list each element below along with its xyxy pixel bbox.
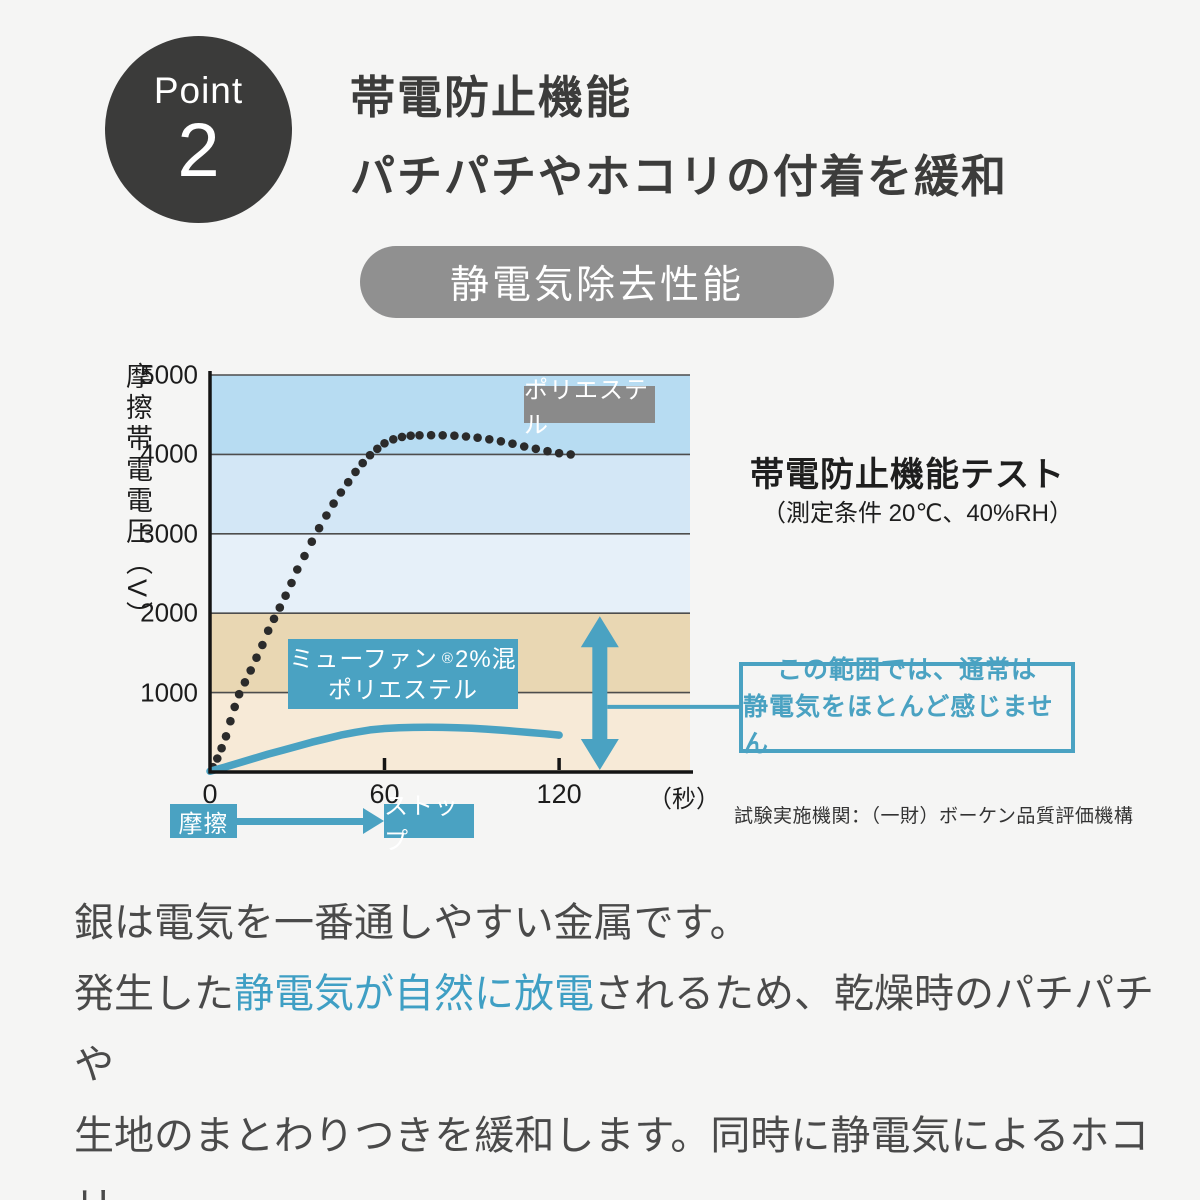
dotted-series-point (389, 435, 398, 444)
solid-series-line (206, 723, 563, 775)
body-line: 銀は電気を一番通しやすい金属です。 (74, 888, 1174, 959)
dotted-series-point (213, 754, 222, 763)
y-axis-label: 摩擦帯電電圧（V） (122, 362, 152, 633)
test-conditions: （測定条件 20℃、40%RH） (762, 500, 1074, 527)
dotted-series-point (221, 732, 231, 741)
title-line-2: パチパチやホコリの付着を緩和 (350, 151, 1009, 202)
dotted-series-point (322, 511, 331, 520)
dotted-series-point (314, 523, 324, 533)
callout-line-2: 静電気をほとんど感じません (743, 693, 1054, 758)
friction-label: 摩擦 (170, 804, 237, 838)
point-badge: Point 2 (105, 36, 292, 223)
title-line-1: 帯電防止機能 (350, 72, 633, 123)
dotted-series-point (226, 716, 235, 726)
dotted-series-point (473, 433, 482, 443)
mufun-mix: 混 (491, 645, 517, 673)
dotted-series-point (365, 450, 375, 460)
registered-mark-icon: ® (441, 649, 454, 667)
dotted-series-point (234, 689, 244, 699)
dotted-series-point (281, 591, 290, 600)
series-label-mufun: ミューファン®2%混 ポリエステル (288, 639, 518, 709)
arrow-head-icon (363, 808, 384, 834)
dotted-series-point (519, 442, 529, 451)
dotted-series-point (307, 537, 317, 546)
section-pill: 静電気除去性能 (360, 246, 834, 318)
y-tick-label: 5000 (140, 359, 198, 390)
dotted-series-point (496, 437, 506, 446)
y-tick-label: 3000 (140, 518, 198, 549)
dotted-series-point (351, 467, 360, 477)
dotted-series-point (293, 565, 302, 574)
dotted-series-point (566, 450, 575, 459)
series-label-mufun-line-1: ミューファン®2%混 (289, 643, 516, 675)
callout-box: この範囲では、通常は 静電気をほとんど感じません (739, 656, 1075, 758)
y-tick-label: 1000 (140, 677, 198, 708)
point-label: Point (153, 69, 244, 111)
dotted-series-point (300, 551, 309, 561)
dotted-series-point (438, 431, 448, 440)
test-title: 帯電防止機能テスト (750, 456, 1065, 494)
page-title: 帯電防止機能 パチパチやホコリの付着を緩和 (350, 58, 1008, 216)
x-tick-label: 0 (202, 779, 218, 809)
dotted-series-point (426, 430, 436, 440)
body-text: 銀は電気を一番通しやすい金属です。発生した静電気が自然に放電されるため、乾燥時の… (74, 888, 1174, 1200)
body-segment: 生地のまとわりつきを緩和します。同時に静電気によるホコリ (74, 1114, 1150, 1200)
mufun-name: ミューファン (289, 645, 438, 673)
dotted-series-point (508, 439, 517, 449)
test-note: 試験実施機関：（一財）ボーケン品質評価機構 (734, 806, 1134, 827)
body-segment-highlight: 静電気が自然に放電 (234, 972, 594, 1016)
series-label-mufun-line-2: ポリエステル (328, 676, 478, 704)
series-label-polyester: ポリエステル (524, 377, 655, 439)
dotted-series-point (554, 448, 564, 458)
x-tick-label: 120 (536, 779, 582, 809)
x-axis-unit: （秒） (648, 786, 720, 813)
dotted-series-point (380, 439, 389, 448)
stop-label: ストップ (384, 793, 474, 855)
dotted-series-point (329, 499, 338, 508)
dotted-series-point (246, 666, 255, 675)
dotted-series-point (269, 614, 279, 624)
dotted-series-point (263, 626, 273, 635)
dotted-series-point (358, 458, 368, 468)
range-arrow-icon (580, 616, 619, 770)
mufun-percent: 2% (454, 645, 492, 673)
dotted-series-point (461, 432, 471, 441)
dotted-series-point (415, 431, 424, 440)
dotted-series-point (397, 432, 407, 442)
y-tick-label: 2000 (140, 597, 198, 628)
arrow-shaft (237, 817, 363, 825)
dotted-series-point (275, 603, 285, 612)
dotted-series-point (240, 678, 250, 687)
y-tick-label: 4000 (140, 438, 198, 469)
dotted-series-point (252, 653, 261, 662)
dotted-series-point (217, 743, 226, 753)
dotted-series-point (287, 578, 296, 588)
dotted-series-point (373, 444, 382, 454)
chart-band (210, 533, 690, 614)
dotted-series-point (336, 488, 346, 497)
body-line: 発生した静電気が自然に放電されるため、乾燥時のパチパチや (74, 959, 1174, 1101)
dotted-series-point (258, 640, 267, 650)
dotted-series-point (343, 477, 353, 487)
dotted-series-point (450, 431, 459, 441)
body-segment: 銀は電気を一番通しやすい金属です。 (74, 901, 750, 945)
dotted-series-point (230, 702, 239, 712)
dotted-series-point (531, 444, 541, 454)
body-segment: されるため、乾燥時のパチパチや (74, 972, 1154, 1087)
dotted-series-point (406, 431, 416, 441)
dotted-series-point (485, 435, 494, 444)
body-segment: 発生した (74, 972, 234, 1016)
chart-band (210, 454, 690, 534)
callout-line-1: この範囲では、通常は (776, 656, 1037, 684)
body-line: 生地のまとわりつきを緩和します。同時に静電気によるホコリ (74, 1101, 1174, 1200)
friction-to-stop-arrow-icon (237, 808, 384, 834)
dotted-series-point (543, 446, 552, 456)
point-number: 2 (177, 107, 220, 193)
